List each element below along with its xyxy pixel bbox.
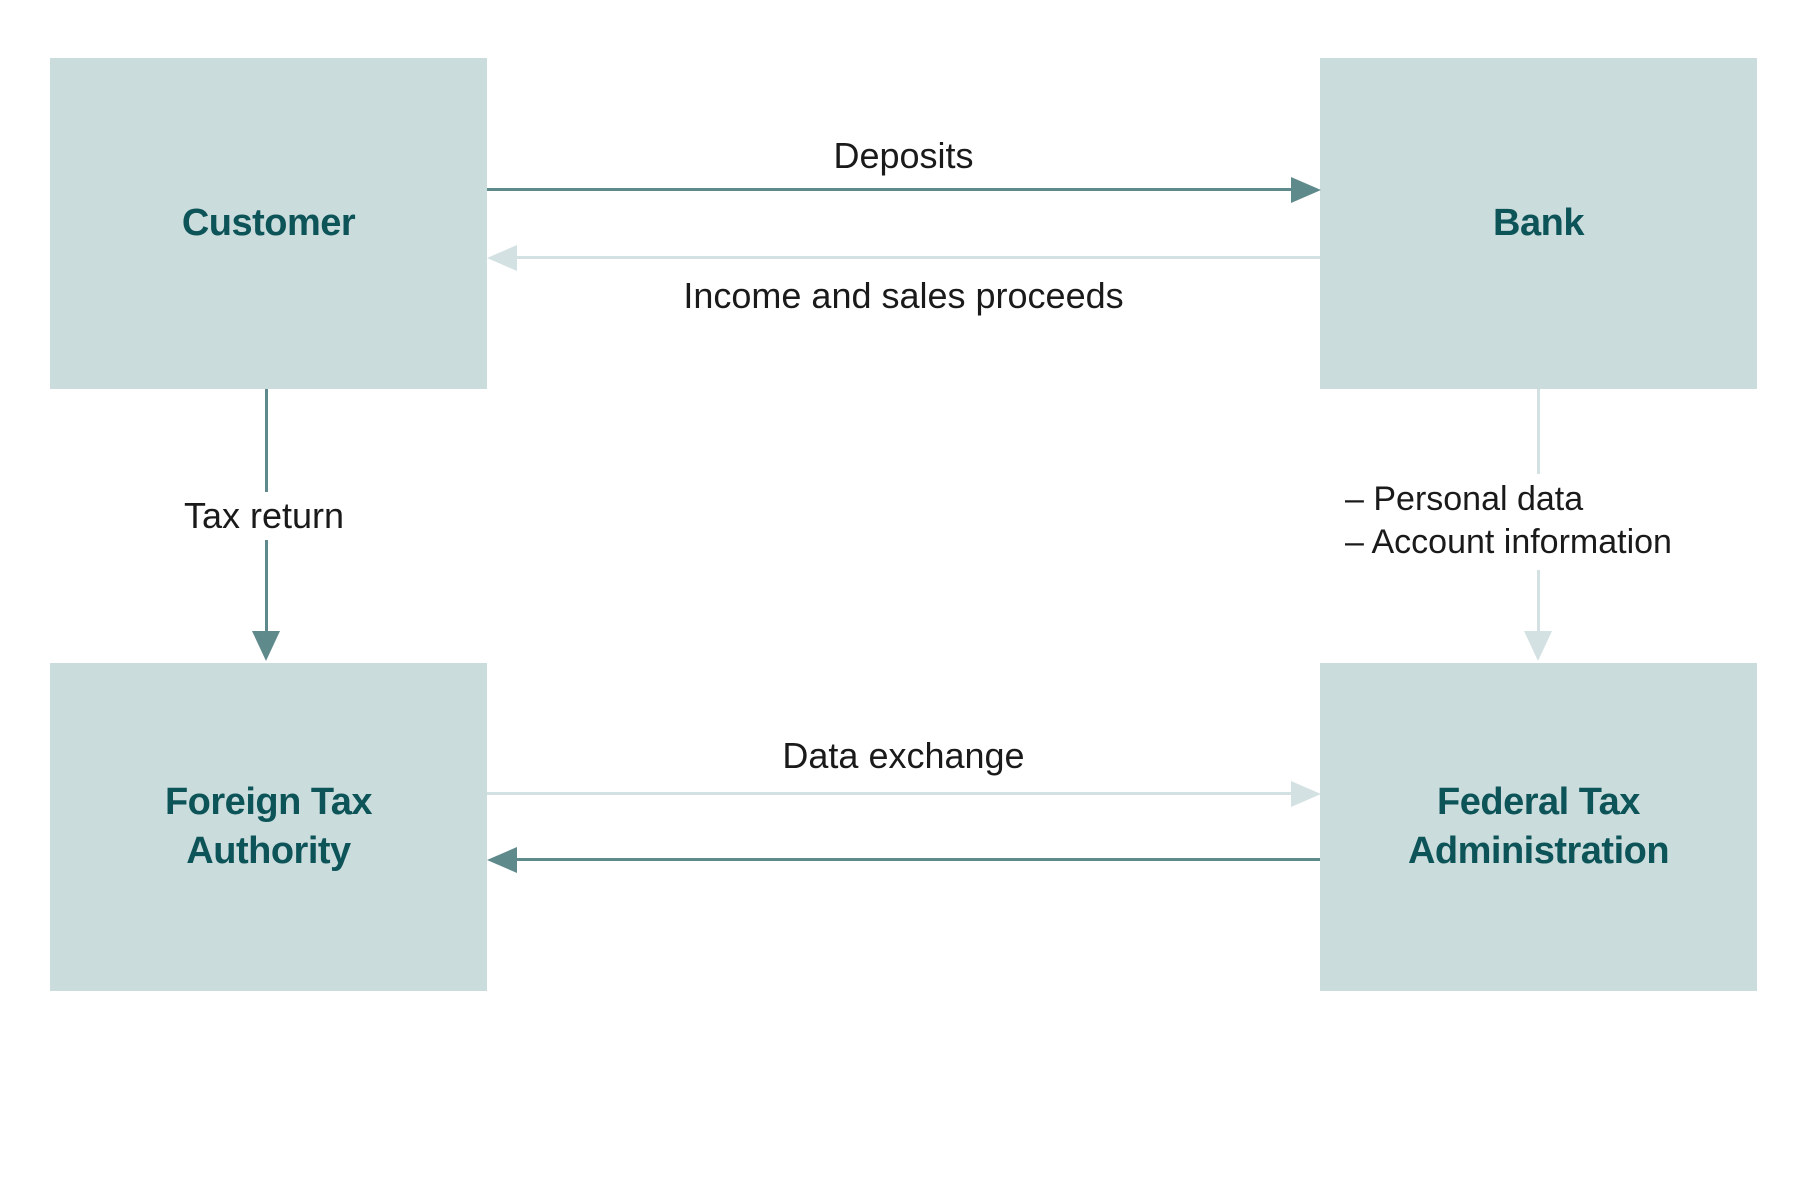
arrow-bank-to-federal-head-down-icon [1524, 631, 1552, 661]
arrow-income-line [516, 256, 1320, 259]
arrow-data-exchange-label: Data exchange [782, 735, 1025, 776]
node-federal-tax-administration-label: Federal Tax Administration [1407, 778, 1670, 875]
node-foreign-tax-authority-line2: Authority [186, 830, 351, 872]
node-customer-label: Customer [181, 202, 356, 245]
node-federal-tax-administration-line1: Federal Tax [1437, 781, 1640, 824]
arrow-tax-return-head-down-icon [252, 631, 280, 661]
arrow-deposits-head-right-icon [1291, 177, 1321, 203]
arrow-bank-to-federal-item-account-information: – Account information [1345, 523, 1672, 561]
node-customer: Customer [50, 58, 487, 389]
arrow-deposits-label: Deposits [833, 135, 974, 176]
arrow-income-head-left-icon [487, 245, 517, 271]
arrow-data-exchange-head-right-icon [1291, 781, 1321, 807]
node-bank-label: Bank [1493, 202, 1584, 245]
node-foreign-tax-authority-line1: Foreign Tax [164, 781, 373, 824]
node-bank: Bank [1320, 58, 1757, 389]
arrow-federal-to-foreign-head-left-icon [487, 847, 517, 873]
arrow-bank-to-federal-labels: – Personal data – Account information [1345, 474, 1684, 570]
node-federal-tax-administration: Federal Tax Administration [1320, 663, 1757, 991]
node-foreign-tax-authority: Foreign Tax Authority [50, 663, 487, 991]
arrow-data-exchange-line [487, 792, 1292, 795]
node-federal-tax-administration-line2: Administration [1407, 830, 1670, 872]
arrow-income-label: Income and sales proceeds [683, 275, 1124, 316]
arrow-bank-to-federal-item-personal-data: – Personal data [1345, 480, 1584, 518]
arrow-federal-to-foreign-line [516, 858, 1320, 861]
arrow-tax-return-label: Tax return [169, 492, 359, 540]
node-foreign-tax-authority-label: Foreign Tax Authority [164, 778, 373, 875]
arrow-deposits-line [487, 188, 1292, 191]
